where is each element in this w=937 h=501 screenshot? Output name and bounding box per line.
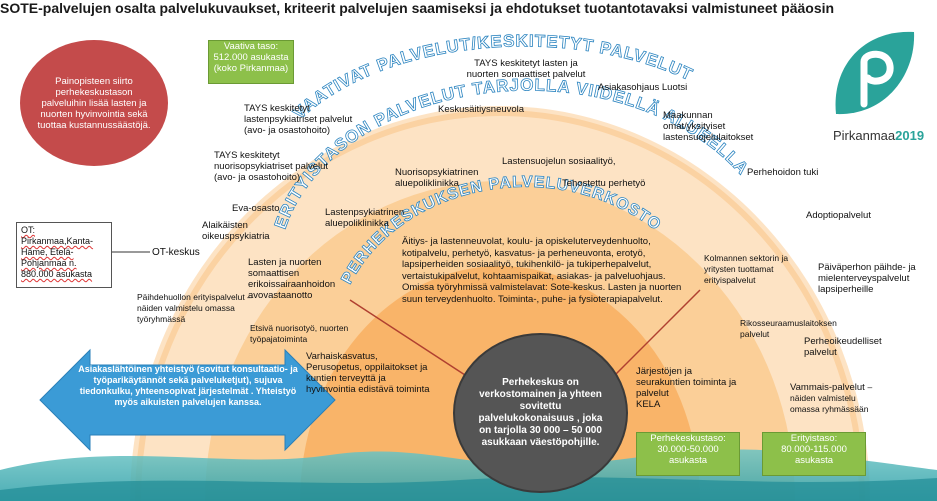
logo-label: Pirkanmaa2019 (833, 128, 925, 143)
label-eva: Eva-osasto (232, 203, 280, 214)
label-paihdehuollon: Päihdehuollon erityispalvelut – näiden v… (137, 292, 252, 324)
leaf-p-icon (835, 31, 915, 115)
perhekeskus-circle: Perhekeskus on verkostomainen ja yhteen … (453, 333, 628, 493)
divider-right (614, 289, 701, 376)
label-tays-somaattiset: TAYS keskitetyt lasten ja nuorten somaat… (466, 58, 586, 80)
label-jarjestojen: Järjestöjen ja seurakuntien toiminta ja … (636, 366, 737, 410)
label-nuorisopsyk-alue: Nuorisopsykiatrinen aluepoliklinikka (395, 167, 479, 189)
label-lastenpsyk-alue: Lastenpsykiatrinen aluepoliklinikka (325, 207, 405, 229)
label-keskusaitiysneuvola: Keskusäitiysneuvola (438, 104, 525, 115)
cooperation-arrow (39, 348, 336, 452)
pirkanmaa-logo (826, 24, 920, 124)
perhekeskustaso-box: Perhekeskustaso: 30.000-50.000 asukasta (636, 432, 740, 476)
outer-arc-edge (135, 110, 865, 501)
focus-circle: Painopisteen siirto perhekeskustason pal… (20, 40, 168, 166)
focus-circle-text: Painopisteen siirto perhekeskustason pal… (37, 75, 151, 131)
label-adoptio: Adoptiopalvelut (806, 210, 871, 221)
cooperation-arrow-text: Asiakaslähtöinen yhteistyö (sovitut kons… (78, 364, 298, 407)
label-alaikaisten: Alaikäisten oikeuspsykiatria (202, 220, 270, 242)
ot-box: OT: Pirkanmaa,Kanta-Häme, Etelä-Pohjanma… (16, 222, 112, 288)
erityistaso-box: Erityistaso: 80.000-115.000 asukasta (762, 432, 866, 476)
label-rikos: Rikosseuraamuslaitoksen palvelut (740, 318, 837, 339)
label-tehostettu: Tehostettu perhetyö (562, 178, 646, 189)
label-etsiva: Etsivä nuorisotyö, nuorten työpajatoimin… (250, 323, 349, 344)
label-kolmannen: Kolmannen sektorin ja yritysten tuottama… (704, 253, 789, 285)
label-vammais: Vammais-palvelut – näiden valmistelu oma… (790, 382, 886, 415)
label-maakunnan: Maakunnan omat/yksityiset lastensuojelul… (663, 110, 754, 143)
label-asiakasohjaus: Asiakasohjaus Luotsi (598, 82, 688, 93)
vammais-title: Vammais-palvelut (790, 382, 865, 393)
label-lasten-nuorten-somaattisen: Lasten ja nuorten somaattisen erikoissai… (248, 257, 336, 301)
label-varhaiskasvatus: Varhaiskasvatus, Perusopetus, oppilaitok… (306, 351, 430, 395)
label-perhekeskus-services: Äitiys- ja lastenneuvolat, koulu- ja opi… (402, 236, 682, 305)
page-title: SOTE-palvelujen osalta palvelukuvaukset,… (0, 0, 835, 16)
perhekeskus-circle-text: Perhekeskus on verkostomainen ja yhteen … (478, 377, 603, 448)
vaativa-taso-box: Vaativa taso: 512.000 asukasta (koko Pir… (208, 40, 294, 84)
label-tays-nuorisopsyk: TAYS keskitetyt nuorisopsykiatriset palv… (214, 150, 329, 183)
vammais-note: – näiden valmistelu omassa ryhmässään (790, 382, 873, 414)
label-lastensuojelun: Lastensuojelun sosiaalityö, (502, 156, 616, 167)
label-tays-lastenpsyk: TAYS keskitetyt lastenpsykiatriset palve… (244, 103, 353, 136)
ot-box-text: OT: Pirkanmaa,Kanta-Häme, Etelä-Pohjanma… (21, 225, 94, 279)
label-perhehoidon: Perhehoidon tuki (747, 167, 819, 178)
divider-left (349, 299, 466, 376)
label-perheoikeudelliset: Perheoikeudelliset palvelut (804, 336, 882, 358)
label-paivaperhon: Päiväperhon päihde- ja mielenterveyspalv… (818, 262, 916, 295)
ot-keskus-label: OT-keskus (152, 247, 200, 258)
